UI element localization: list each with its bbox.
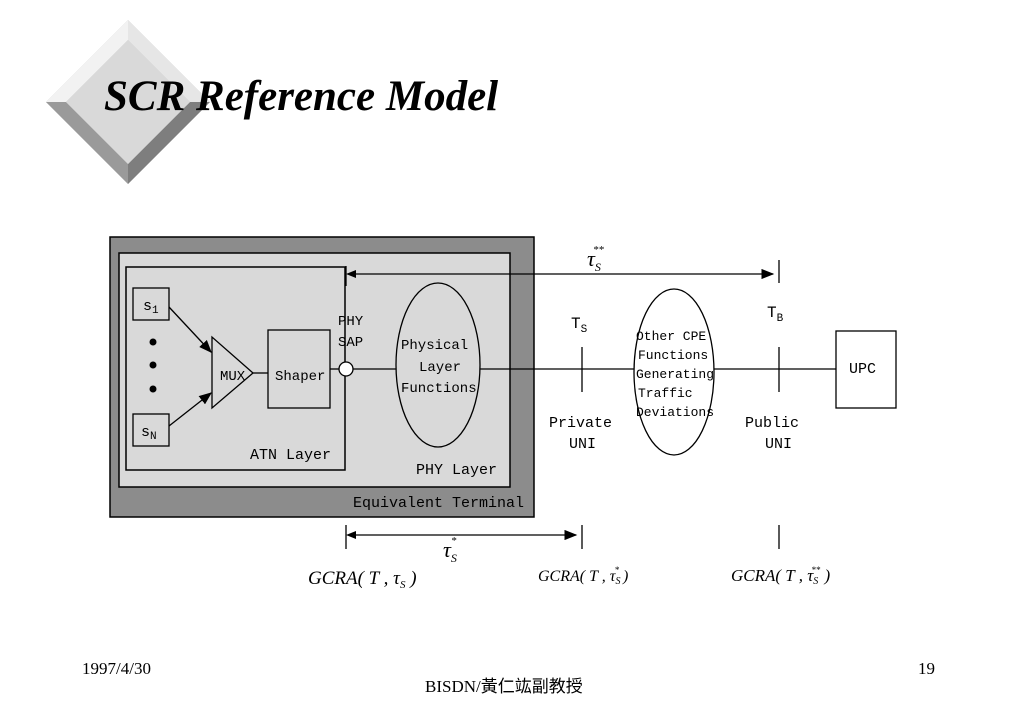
source-n-box: [132, 413, 170, 447]
tau-bottom-label: τS*: [443, 535, 457, 565]
tb-label: TB: [767, 304, 784, 325]
phy-sap-point: [338, 361, 354, 377]
ellipsis-dot: [149, 338, 157, 346]
upc-box: [835, 330, 897, 409]
gcra-label-2: GCRA( T , τS* ): [538, 565, 628, 587]
physical-layer-functions-label-3: Functions: [401, 381, 477, 397]
source-n-label: sN: [141, 424, 157, 443]
ellipsis-dot: [149, 361, 157, 369]
gcra-label-3: GCRA( T , τS** ): [731, 565, 831, 587]
phy-layer-label: PHY Layer: [416, 462, 497, 479]
tau-bottom-arrow-left-head: [346, 531, 356, 539]
ellipsis-dot: [149, 385, 157, 393]
gcra-label-1: GCRA( T , τS ): [308, 568, 417, 591]
mux-triangle: [211, 335, 254, 410]
ts-label: TS: [571, 315, 588, 336]
physical-layer-functions-label-2: Layer: [419, 360, 461, 376]
private-uni-label-2: UNI: [569, 436, 596, 453]
physical-layer-functions-label-1: Physical: [401, 338, 468, 354]
upc-label: UPC: [849, 361, 876, 378]
diamond-logo: [46, 20, 210, 184]
mux-label: MUX: [220, 369, 246, 385]
public-uni-label-1: Public: [745, 415, 799, 432]
cpe-label-1: Other CPE: [636, 329, 706, 344]
other-cpe-functions-ellipse: [633, 288, 715, 456]
source-n-arrow: [168, 392, 213, 427]
cpe-label-3: Generating: [636, 367, 714, 382]
cpe-label-4: Traffic: [638, 386, 693, 401]
source-1-arrow: [168, 306, 212, 353]
footer-date: 1997/4/30: [82, 659, 151, 678]
phy-sap-label-1: PHY: [338, 314, 364, 330]
source-1-box: [132, 287, 170, 321]
tau-top-label: τS**: [587, 244, 604, 274]
public-uni-label-2: UNI: [765, 436, 792, 453]
footer-center: BISDN/黃仁竑副教授: [425, 677, 583, 696]
cpe-label-2: Functions: [638, 348, 708, 363]
shaper-box: [267, 329, 331, 409]
source-1-label: s1: [143, 298, 159, 317]
shaper-label: Shaper: [275, 369, 325, 385]
phy-sap-label-2: SAP: [338, 335, 363, 351]
tau-top-arrow-left-head: [346, 270, 356, 278]
slide-title: SCR Reference Model: [104, 73, 499, 120]
atn-layer-label: ATN Layer: [250, 447, 331, 464]
cpe-label-5: Deviations: [636, 405, 714, 420]
private-uni-label-1: Private: [549, 415, 612, 432]
page-number: 19: [918, 659, 935, 678]
equivalent-terminal-label: Equivalent Terminal: [353, 495, 524, 512]
physical-layer-functions-ellipse: [395, 282, 481, 448]
